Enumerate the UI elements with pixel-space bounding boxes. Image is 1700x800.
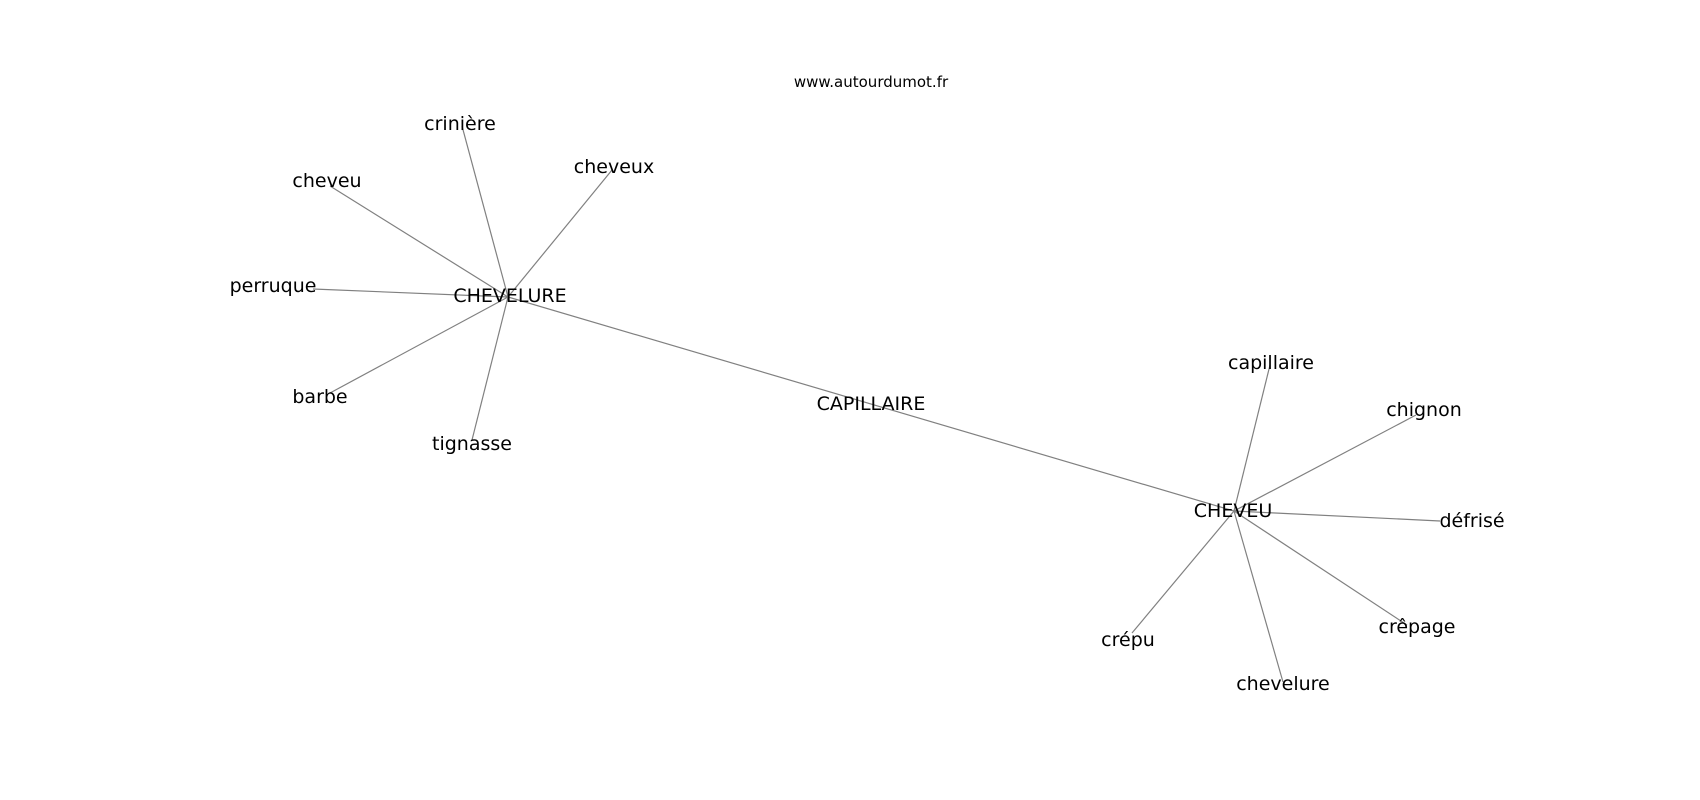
node-cheveu[interactable]: cheveu	[292, 170, 361, 192]
node-chignon[interactable]: chignon	[1386, 399, 1462, 421]
node-chevelure[interactable]: chevelure	[1236, 673, 1330, 695]
node-tignasse[interactable]: tignasse	[432, 433, 512, 455]
edge-cheveu_hub-crepage	[1233, 510, 1408, 626]
edge-chevelure_hub-criniere	[461, 125, 509, 298]
edge-chevelure_hub-cheveux	[507, 169, 613, 298]
edge-chevelure_hub-tignasse	[471, 296, 509, 441]
node-crepu[interactable]: crépu	[1101, 629, 1155, 651]
node-criniere[interactable]: crinière	[424, 113, 496, 135]
edge-chevelure_hub-cheveu	[329, 185, 509, 298]
node-defrise[interactable]: défrisé	[1439, 510, 1504, 532]
site-watermark: www.autourdumot.fr	[794, 73, 949, 91]
node-capillaire-center[interactable]: CAPILLAIRE	[817, 393, 926, 415]
graph-nodes: CAPILLAIRE CHEVELURE CHEVEU crinière cheveu c…	[230, 113, 1505, 695]
node-capillaire[interactable]: capillaire	[1228, 352, 1314, 374]
graph-edges	[312, 125, 1441, 683]
edge-cheveu_hub-defrise	[1233, 510, 1441, 522]
node-chevelure-hub[interactable]: CHEVELURE	[453, 285, 566, 307]
edge-chevelure_hub-cheveu_hub	[507, 296, 1235, 512]
node-crepage[interactable]: crêpage	[1379, 616, 1456, 638]
node-cheveu-hub[interactable]: CHEVEU	[1194, 500, 1272, 522]
node-perruque[interactable]: perruque	[230, 275, 317, 297]
edge-chevelure_hub-perruque	[312, 288, 509, 298]
node-barbe[interactable]: barbe	[292, 386, 347, 408]
edge-chevelure_hub-barbe	[329, 296, 509, 394]
edge-cheveu_hub-chignon	[1233, 414, 1417, 512]
node-cheveux[interactable]: cheveux	[574, 156, 654, 178]
edge-cheveu_hub-crepu	[1131, 510, 1235, 634]
edge-cheveu_hub-capillaire	[1233, 364, 1271, 512]
edge-cheveu_hub-chevelure	[1233, 510, 1284, 683]
